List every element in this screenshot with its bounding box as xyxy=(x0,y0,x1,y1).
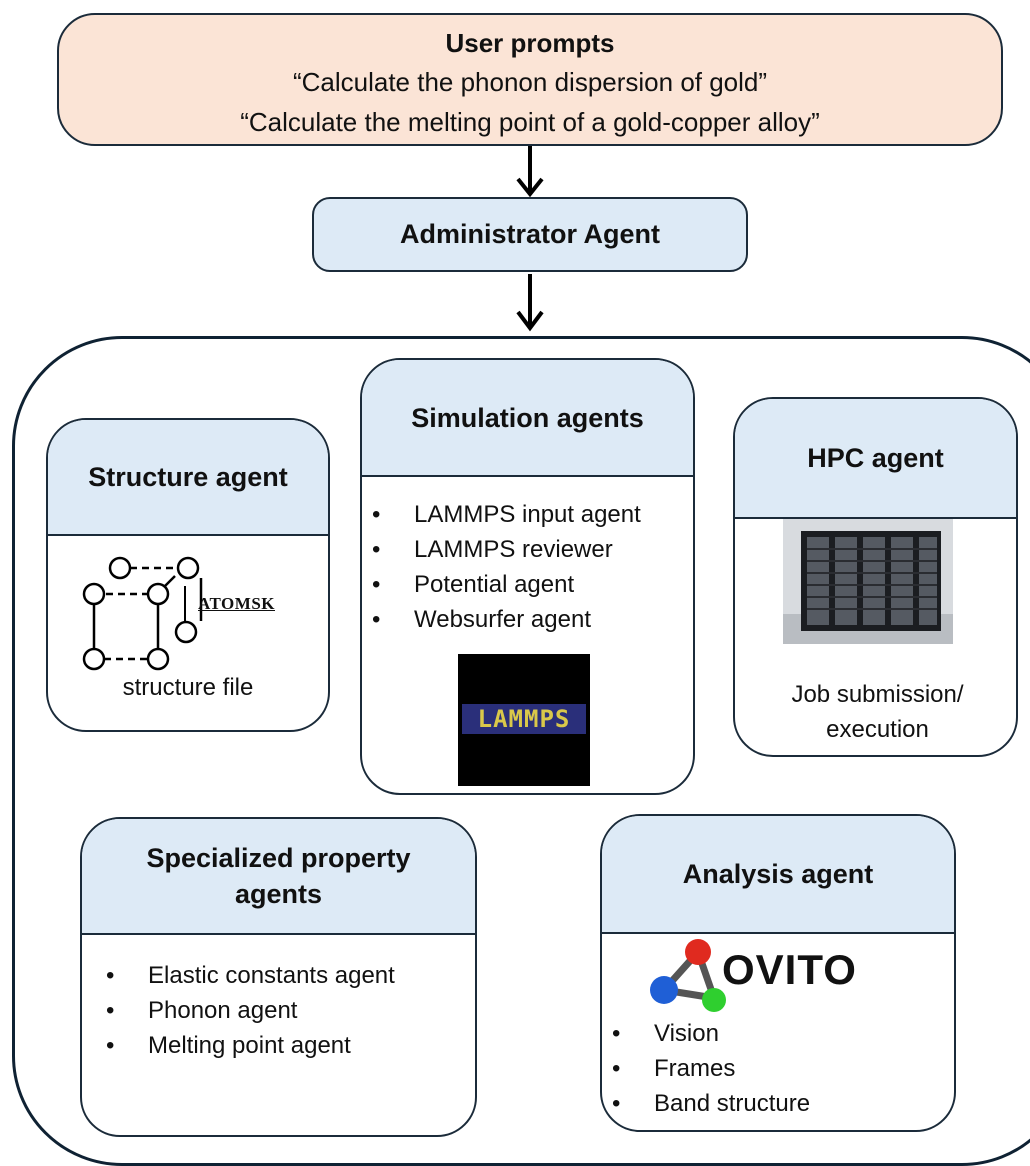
simulation-agents-title: Simulation agents xyxy=(362,360,693,477)
structure-agent-title: Structure agent xyxy=(48,420,328,536)
analysis-agent-list: Vision Frames Band structure xyxy=(602,1016,810,1121)
hpc-agent-title: HPC agent xyxy=(735,399,1016,519)
arrow-admin-to-agents xyxy=(516,274,544,332)
hpc-agent-card: HPC agent Job submission/ execution xyxy=(733,397,1018,757)
lammps-logo-text: LAMMPS xyxy=(462,704,586,734)
list-item: Elastic constants agent xyxy=(96,958,475,993)
user-prompts-box: User prompts “Calculate the phonon dispe… xyxy=(57,13,1003,146)
specialized-agents-title: Specialized property agents xyxy=(82,819,475,935)
specialized-property-agents-card: Specialized property agents Elastic cons… xyxy=(80,817,477,1137)
list-item: LAMMPS input agent xyxy=(362,497,693,532)
list-item: Band structure xyxy=(602,1086,810,1121)
simulation-agents-card: Simulation agents LAMMPS input agent LAM… xyxy=(360,358,695,795)
analysis-agent-title: Analysis agent xyxy=(602,816,954,934)
ovito-logo-text: OVITO xyxy=(722,946,857,993)
specialized-agents-list: Elastic constants agent Phonon agent Mel… xyxy=(82,958,475,1063)
atomsk-structure-icon xyxy=(82,556,203,671)
simulation-agents-list: LAMMPS input agent LAMMPS reviewer Poten… xyxy=(362,497,693,637)
ovito-molecule-icon xyxy=(650,939,726,1012)
user-prompt-1: “Calculate the phonon dispersion of gold… xyxy=(292,67,768,97)
hpc-caption-line-2: execution xyxy=(826,716,929,743)
list-item: Phonon agent xyxy=(96,993,475,1028)
structure-caption: structure file xyxy=(122,674,254,701)
structure-agent-card: Structure agent ATOMSK structure file xyxy=(46,418,330,732)
specialized-agents-title-line-1: Specialized property xyxy=(146,843,411,873)
user-prompt-2: “Calculate the melting point of a gold-c… xyxy=(240,107,820,137)
administrator-agent-box: Administrator Agent xyxy=(312,197,748,272)
list-item: Websurfer agent xyxy=(362,602,693,637)
list-item: Potential agent xyxy=(362,567,693,602)
analysis-agent-card: Analysis agent OVITO Vision Frames Band … xyxy=(600,814,956,1132)
hpc-caption-line-1: Job submission/ xyxy=(791,681,964,708)
list-item: LAMMPS reviewer xyxy=(362,532,693,567)
server-rack-image xyxy=(783,519,953,644)
user-prompts-title: User prompts xyxy=(445,28,615,58)
list-item: Frames xyxy=(602,1051,810,1086)
hpc-caption: Job submission/ execution xyxy=(735,677,1016,747)
atomsk-logo-text: ATOMSK xyxy=(198,594,275,613)
list-item: Vision xyxy=(602,1016,810,1051)
specialized-agents-title-line-2: agents xyxy=(234,879,323,909)
list-item: Melting point agent xyxy=(96,1028,475,1063)
arrow-prompt-to-admin xyxy=(516,146,544,198)
lammps-logo: LAMMPS xyxy=(458,654,590,786)
